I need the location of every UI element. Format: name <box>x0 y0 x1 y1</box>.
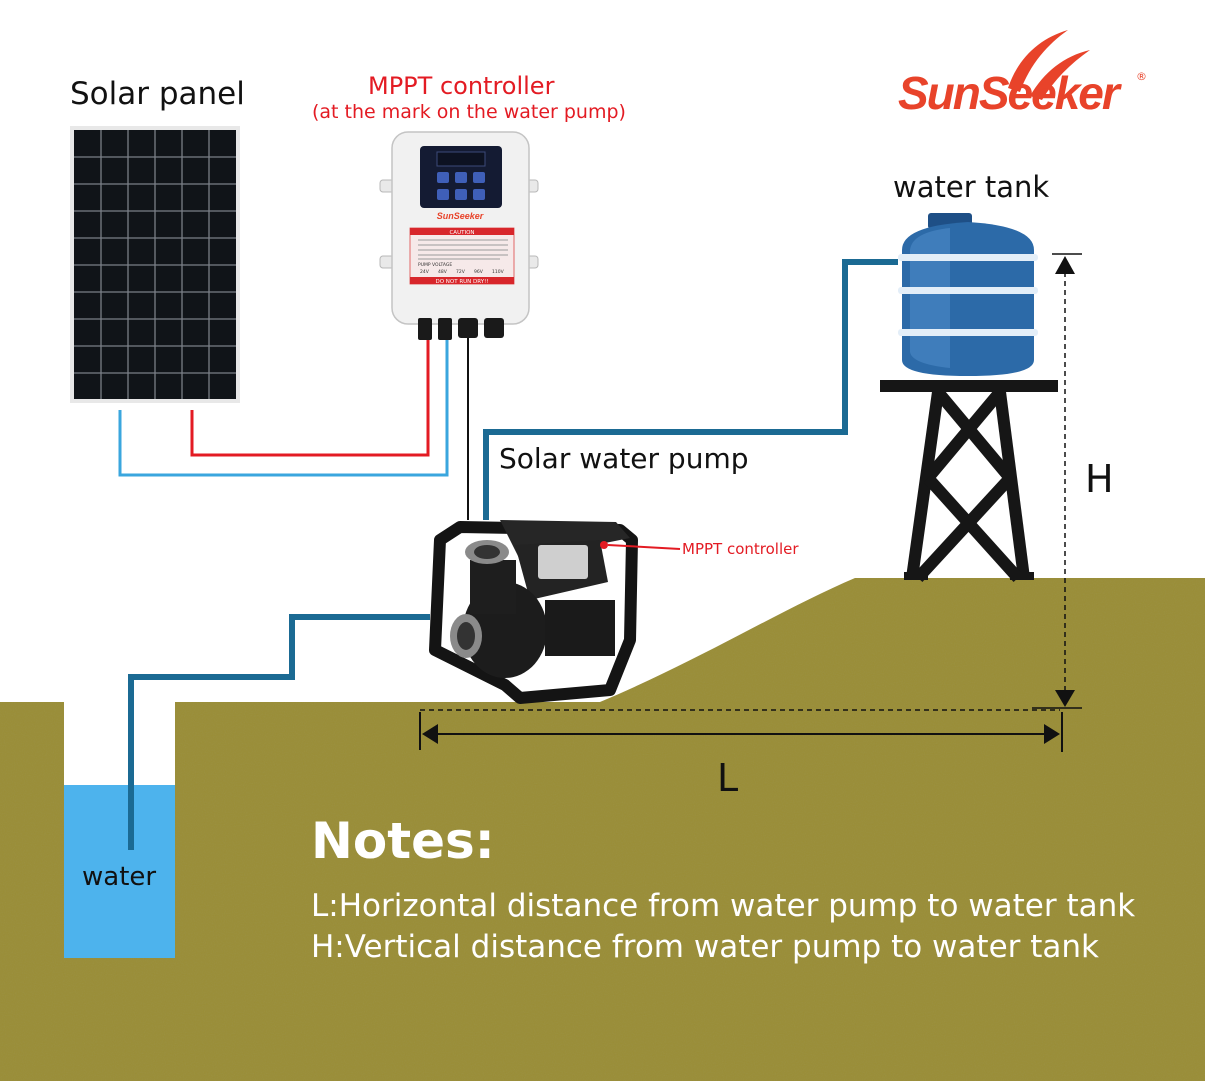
brand-swoosh-2 <box>1030 50 1090 100</box>
dimension-h <box>1032 253 1082 709</box>
solar-water-pump-label: Solar water pump <box>499 442 749 475</box>
water-tank <box>880 213 1058 583</box>
controller-voltage-2: 72V <box>456 269 466 275</box>
mppt-pointer-line <box>607 544 681 550</box>
mppt-controller-label: MPPT controller <box>368 72 555 100</box>
brand-swoosh <box>1008 30 1068 92</box>
controller-voltage-0: 24V <box>420 269 430 275</box>
notes-h-line: H:Vertical distance from water pump to w… <box>311 929 1099 965</box>
ground-texture <box>0 578 1205 1081</box>
controller-warning: DO NOT RUN DRY!! <box>435 279 488 285</box>
dimension-h-label: H <box>1085 457 1114 501</box>
well-water <box>64 785 175 958</box>
wire-blue <box>118 340 449 477</box>
solar-water-pump <box>429 520 638 704</box>
dimension-l <box>419 709 1063 752</box>
mppt-controller-box: SunSeeker CAUTION PUMP VOLTAGE 24V 48V 7… <box>379 131 539 340</box>
water-tank-label: water tank <box>893 170 1050 204</box>
controller-voltage-3: 96V <box>474 269 484 275</box>
controller-voltage-1: 48V <box>438 269 448 275</box>
mppt-controller-sublabel: (at the mark on the water pump) <box>312 101 626 123</box>
brand-registered-mark: ® <box>1136 70 1147 83</box>
notes-title: Notes: <box>311 812 495 870</box>
wire-red <box>190 340 430 457</box>
dimension-l-label: L <box>717 756 739 800</box>
controller-caution: CAUTION <box>449 230 474 236</box>
solar-panel-label: Solar panel <box>70 76 245 112</box>
controller-voltage-4: 110V <box>492 269 505 275</box>
water-label: water <box>82 862 157 892</box>
brand-logo: SunSeeker <box>898 67 1120 119</box>
notes-l-line: L:Horizontal distance from water pump to… <box>311 888 1136 924</box>
pipe-outlet <box>483 259 898 520</box>
controller-brand: SunSeeker <box>437 211 484 221</box>
pipe-inlet <box>128 614 430 850</box>
controller-pump-voltage: PUMP VOLTAGE <box>418 262 452 268</box>
solar-panel <box>70 126 240 403</box>
mppt-controller-callout: MPPT controller <box>682 540 799 558</box>
